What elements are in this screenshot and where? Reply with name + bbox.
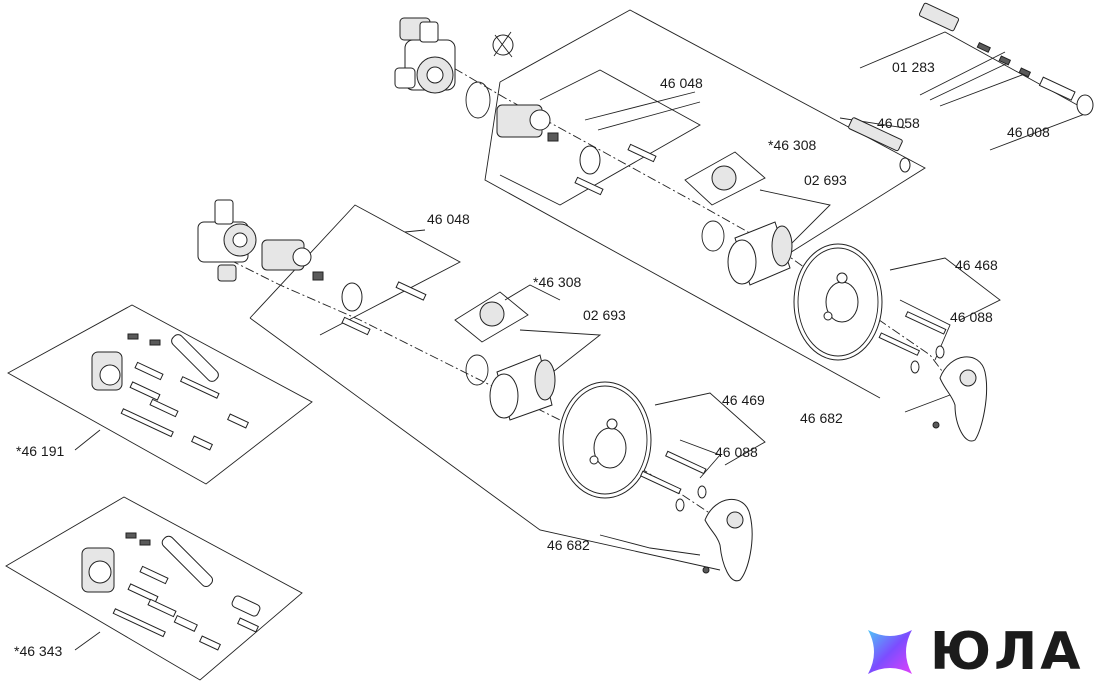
label-46048-top: 46 048 [660, 75, 703, 91]
top-sleeve [727, 221, 793, 286]
bottom-valve-body [197, 199, 257, 282]
label-46048-bottom: 46 048 [427, 211, 470, 227]
label-46308-bottom: *46 308 [533, 274, 581, 290]
logo-text: ЮЛА [930, 622, 1084, 682]
bottom-oring-02693 [465, 354, 489, 386]
top-symbol-mark [492, 31, 514, 58]
kit-46343 [5, 496, 303, 681]
star-logo-icon [868, 630, 912, 674]
label-02693-bottom: 02 693 [583, 307, 626, 323]
label-46343: *46 343 [14, 643, 62, 659]
watermark-logo: ЮЛА [862, 620, 1098, 684]
label-46008: 46 008 [1007, 124, 1050, 140]
label-46682-bottom: 46 682 [547, 537, 590, 553]
top-screws [878, 311, 947, 374]
bottom-escutcheon [558, 381, 652, 499]
label-46468: 46 468 [955, 257, 998, 273]
label-46682-top: 46 682 [800, 410, 843, 426]
top-escutcheon [793, 243, 883, 361]
label-46088-top: 46 088 [950, 309, 993, 325]
top-right-cartridge [848, 2, 1094, 173]
label-46191: *46 191 [16, 443, 64, 459]
bottom-screws [640, 450, 707, 512]
label-02693-top: 02 693 [804, 172, 847, 188]
bottom-assembly-frame [74, 204, 766, 651]
bottom-cartridge [261, 239, 427, 336]
kit-46191 [7, 304, 313, 485]
bottom-sleeve [489, 354, 556, 421]
bottom-diverter-46308 [454, 291, 529, 343]
top-cartridge [496, 104, 657, 196]
top-diverter-46308 [684, 151, 766, 206]
top-valve-body [394, 17, 456, 94]
top-lever-handle [932, 356, 988, 442]
label-46308-top: *46 308 [768, 137, 816, 153]
top-assembly-frame [439, 9, 1092, 413]
top-seal-ring [465, 81, 491, 119]
label-46088-bottom: 46 088 [715, 444, 758, 460]
label-46469: 46 469 [722, 392, 765, 408]
bottom-lever-handle [702, 498, 753, 582]
label-46058: 46 058 [877, 115, 920, 131]
label-01283: 01 283 [892, 59, 935, 75]
top-oring-02693 [701, 220, 725, 252]
